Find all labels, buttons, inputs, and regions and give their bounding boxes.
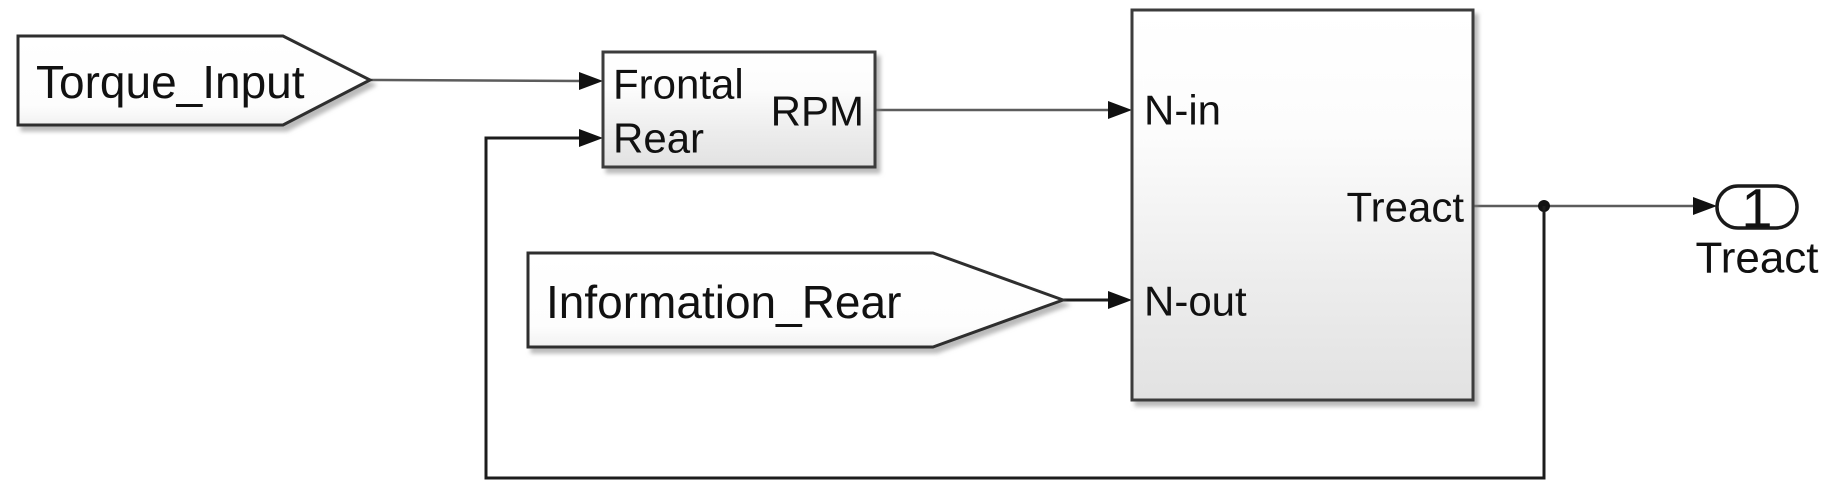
block-body — [1130, 8, 1475, 402]
port-label-n-in: N-in — [1144, 87, 1221, 134]
tag-torque-input-label: Torque_Input — [36, 56, 305, 108]
outport-number: 1 — [1741, 177, 1772, 240]
outport-oval — [1715, 184, 1799, 230]
tag-torque-input[interactable]: Torque_Input — [16, 34, 374, 127]
port-label-n-out: N-out — [1144, 278, 1247, 325]
wire-treact-to-outport[interactable] — [1473, 197, 1717, 215]
wire-segment — [484, 136, 1546, 480]
block-body — [601, 50, 877, 169]
outport-treact-label: Treact — [1695, 234, 1818, 283]
port-label-frontal: Frontal — [613, 61, 744, 108]
wire-torque-to-frontal[interactable] — [369, 72, 603, 90]
tag-shape — [16, 34, 374, 127]
tag-shape — [526, 251, 1068, 349]
arrowhead-icon — [1108, 101, 1132, 119]
block-rpm-subsystem[interactable]: Frontal Rear RPM — [601, 50, 877, 169]
wire-information-to-nout[interactable] — [1063, 291, 1132, 309]
outport-treact[interactable]: 1 Treact — [1695, 177, 1818, 283]
wire-rpm-to-nin[interactable] — [876, 101, 1132, 119]
tag-information-rear[interactable]: Information_Rear — [526, 251, 1068, 349]
arrowhead-icon — [579, 72, 603, 90]
block-reaction-subsystem[interactable]: N-in N-out Treact — [1130, 8, 1475, 402]
port-label-rear: Rear — [613, 115, 704, 162]
wire-feedback-to-rear[interactable] — [484, 129, 1546, 480]
arrowhead-icon — [1108, 291, 1132, 309]
wire-segment — [369, 78, 582, 83]
port-label-rpm: RPM — [771, 88, 864, 135]
arrowhead-icon — [1693, 197, 1717, 215]
port-label-treact: Treact — [1347, 184, 1465, 231]
arrowhead-icon — [579, 129, 603, 147]
tag-information-rear-label: Information_Rear — [546, 276, 901, 328]
